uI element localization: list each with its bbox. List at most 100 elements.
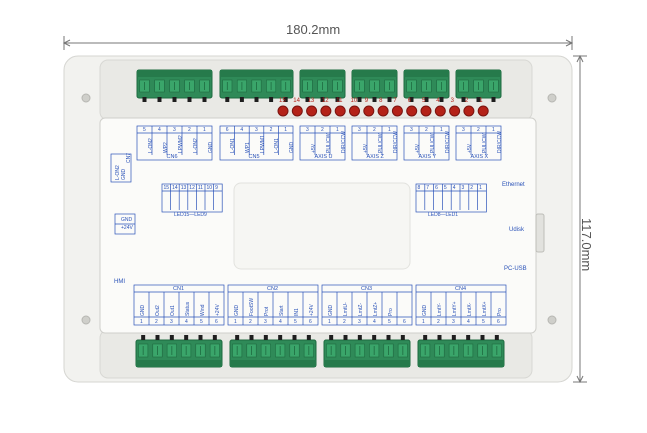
center-window bbox=[233, 182, 411, 270]
led-indicator bbox=[349, 105, 360, 117]
top-label-box bbox=[219, 125, 294, 161]
top-label-box bbox=[299, 125, 346, 161]
pin-signal: PUL/CW bbox=[377, 133, 384, 153]
ethernet-label: Ethernet bbox=[502, 182, 525, 188]
pin-number: 4 bbox=[185, 318, 188, 325]
pin-number: 2 bbox=[188, 127, 191, 133]
pin-number: 2 bbox=[155, 318, 158, 325]
pin-signal: Status bbox=[184, 301, 191, 316]
mounting-holes bbox=[81, 93, 557, 325]
pin-signal: LmtY+ bbox=[451, 301, 458, 316]
pin-number: 2 bbox=[321, 127, 324, 133]
top-label-box bbox=[403, 125, 450, 161]
pin-signal: LmtY- bbox=[436, 303, 443, 316]
pin-signal: LmtX+ bbox=[481, 301, 488, 316]
led-number: 1 bbox=[479, 98, 483, 104]
pin-number: 3 bbox=[170, 318, 173, 325]
pin-signal: DIR/CCW bbox=[496, 131, 503, 153]
pin-signal: GND bbox=[421, 304, 428, 316]
pin-signal: +5V bbox=[310, 143, 317, 153]
bottom-terminal-block-3 bbox=[323, 335, 411, 368]
pin-number: 1 bbox=[284, 127, 287, 133]
led-group-pin: 15 bbox=[163, 185, 170, 191]
pin-signal: LmtU- bbox=[342, 302, 349, 316]
led-indicator bbox=[463, 105, 475, 117]
pin-signal: L-ON2 bbox=[192, 138, 199, 153]
led-group-pin: 12 bbox=[189, 185, 195, 191]
pin-signal: +24V bbox=[308, 304, 315, 316]
led-group-right-title: LED8—LED1 bbox=[428, 212, 459, 218]
pin-signal: IN1 bbox=[293, 308, 300, 316]
led-number: 10 bbox=[350, 98, 358, 104]
connector-name: AXIS Z bbox=[366, 154, 384, 160]
udisk-label: Udisk bbox=[509, 227, 525, 233]
led-group-pin: 5 bbox=[443, 185, 447, 191]
pin-number: 2 bbox=[437, 318, 440, 325]
connector-name: CN2 bbox=[267, 286, 279, 292]
pin-number: 3 bbox=[358, 127, 361, 133]
led-group-left-title: LED15—LED9 bbox=[174, 212, 207, 218]
width-dimension-line bbox=[62, 36, 574, 50]
pin-signal: GND bbox=[139, 304, 146, 316]
pin-signal: Prot bbox=[263, 306, 270, 316]
height-dimension-line bbox=[573, 54, 587, 384]
pin-number: 5 bbox=[294, 318, 297, 325]
pin-signal: PUL/CW bbox=[481, 133, 488, 153]
pin-number: 3 bbox=[358, 318, 361, 325]
power-gnd-label: GND bbox=[121, 217, 133, 223]
pin-signal: LPWM2 bbox=[177, 135, 184, 153]
top-terminal-block-3 bbox=[299, 69, 346, 102]
pin-number: 1 bbox=[140, 318, 143, 325]
led-number: 4 bbox=[436, 98, 440, 104]
pin-number: 4 bbox=[467, 318, 470, 325]
height-label: 117.0mm bbox=[579, 218, 594, 272]
pin-number: 2 bbox=[249, 318, 252, 325]
bottom-terminal-block-1 bbox=[135, 335, 223, 368]
led-group-pin: 7 bbox=[426, 185, 430, 191]
pin-number: 6 bbox=[225, 127, 229, 133]
pin-signal: Pro bbox=[387, 308, 394, 316]
pin-number: 5 bbox=[482, 318, 485, 325]
top-terminal-block-6 bbox=[455, 69, 502, 102]
pin-signal: DIR/CCW bbox=[444, 131, 451, 153]
led-indicator bbox=[306, 105, 318, 117]
connector-name: AXIS U bbox=[314, 154, 333, 160]
pin-number: 3 bbox=[306, 127, 309, 133]
top-terminal-block-4 bbox=[351, 69, 398, 102]
pin-signal: WP2 bbox=[162, 142, 169, 153]
led-number: 12 bbox=[321, 98, 329, 104]
pin-signal: Out1 bbox=[169, 305, 176, 316]
pin-number: 6 bbox=[215, 318, 218, 325]
pin-signal: L-ON1 bbox=[274, 138, 281, 153]
bottom-terminal-block-2 bbox=[229, 335, 317, 368]
top-label-box bbox=[351, 125, 398, 161]
led-number: 7 bbox=[393, 98, 397, 104]
led-indicator bbox=[377, 105, 389, 117]
led-indicator bbox=[320, 105, 332, 117]
connector-name: CN6 bbox=[166, 154, 178, 160]
led-number: 6 bbox=[407, 98, 412, 104]
pin-number: 3 bbox=[173, 127, 176, 133]
pin-signal: +5V bbox=[414, 143, 421, 153]
led-group-pin: 13 bbox=[180, 185, 187, 191]
pin-signal: LPWM1 bbox=[259, 135, 266, 153]
pin-number: 5 bbox=[388, 318, 391, 325]
led-number: 5 bbox=[422, 98, 426, 104]
width-label: 180.2mm bbox=[286, 22, 341, 37]
pin-signal: PUL/CW bbox=[325, 133, 332, 153]
pin-number: 3 bbox=[462, 127, 465, 133]
led-group-pin: 1 bbox=[479, 185, 482, 191]
led-indicator bbox=[363, 105, 375, 117]
pin-number: 1 bbox=[492, 127, 495, 133]
pin-number: 5 bbox=[200, 318, 203, 325]
pin-number: 3 bbox=[410, 127, 413, 133]
pin-number: 6 bbox=[309, 318, 312, 325]
top-terminal-block-5 bbox=[403, 69, 450, 102]
pin-signal: PUL/CW bbox=[429, 133, 436, 153]
pin-signal: DIR/CCW bbox=[340, 131, 347, 153]
led-group-pin: 4 bbox=[452, 185, 456, 191]
pin-number: 4 bbox=[240, 127, 244, 133]
connector-name: CN1 bbox=[173, 286, 185, 292]
led-indicator bbox=[334, 105, 346, 117]
